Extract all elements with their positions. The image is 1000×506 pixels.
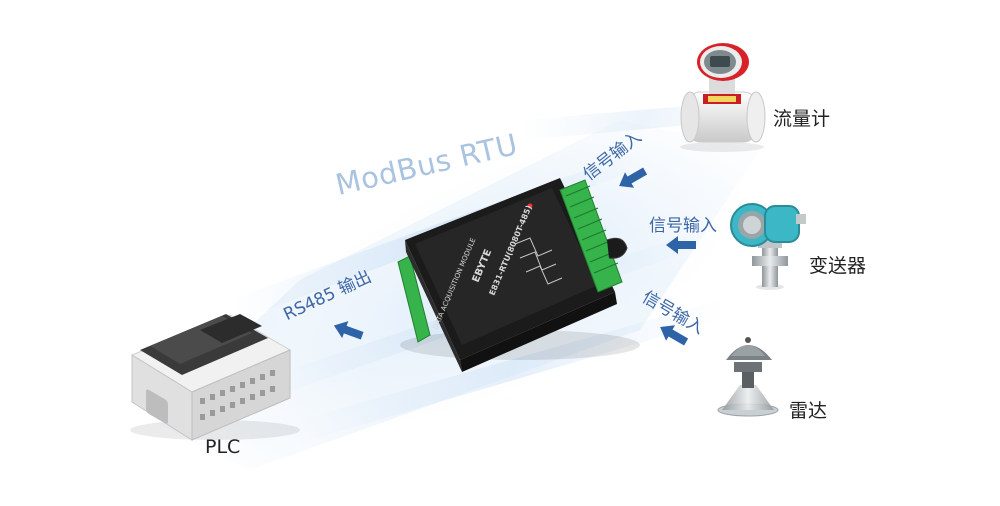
transmitter-device (730, 203, 806, 290)
plc-label: PLC (205, 436, 241, 458)
plc-device (130, 314, 300, 441)
arrow-output (333, 321, 364, 340)
transmitter-label: 变送器 (809, 255, 867, 277)
radar-label: 雷达 (789, 400, 828, 422)
radar-device (717, 337, 779, 417)
flowmeter-device (680, 43, 766, 152)
flowmeter-label: 流量计 (773, 108, 831, 130)
acquisition-module: DATA ACQUISITION MODULE EBYTE E831-RTU(8… (397, 178, 640, 372)
arrow-input-transmitter (666, 236, 696, 254)
arrows (333, 167, 696, 346)
arrow-input-flowmeter (619, 167, 648, 188)
arrow-input-radar (660, 325, 689, 346)
input-label-transmitter: 信号输入 (649, 216, 717, 236)
